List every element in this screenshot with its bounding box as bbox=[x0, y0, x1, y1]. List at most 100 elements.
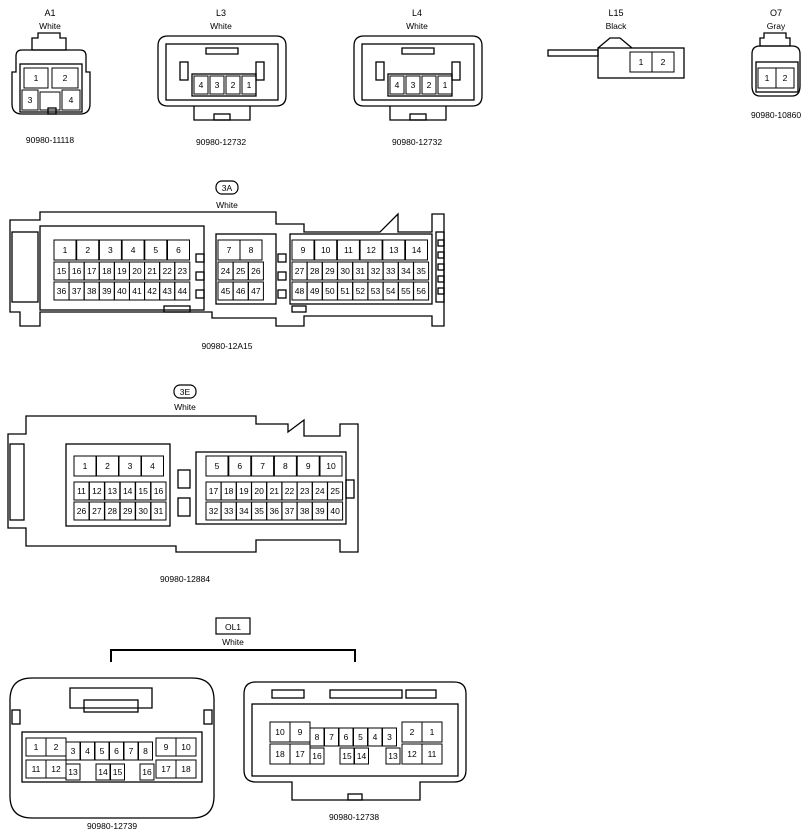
c3e-id-badge bbox=[173, 384, 197, 399]
pin-number: 4 bbox=[199, 80, 204, 90]
pin-number: 19 bbox=[239, 486, 249, 496]
pin-number: 8 bbox=[249, 245, 254, 255]
l4-part-number: 90980-12732 bbox=[392, 137, 442, 147]
pin-number: 53 bbox=[371, 286, 381, 296]
pin-number: 51 bbox=[340, 286, 350, 296]
pin-cell bbox=[319, 455, 343, 477]
pin-cell bbox=[53, 239, 77, 261]
pin-number: 16 bbox=[154, 486, 164, 496]
ol1-left-lock bbox=[69, 687, 153, 709]
pin-cell bbox=[296, 455, 320, 477]
pin-cell bbox=[413, 281, 430, 301]
pin-number: 40 bbox=[117, 286, 127, 296]
pin-number: 10 bbox=[275, 727, 285, 737]
c3a-bottom-key bbox=[163, 305, 191, 313]
pin-number: 48 bbox=[295, 286, 305, 296]
pin-cell bbox=[141, 455, 164, 477]
c3e-part-number: 90980-12884 bbox=[160, 574, 210, 584]
l15-connector-color: Black bbox=[606, 21, 628, 31]
ol1-right-face bbox=[251, 703, 459, 777]
c3a-latch-slot bbox=[437, 263, 445, 271]
pin-number: 1 bbox=[430, 727, 435, 737]
pin-number: 49 bbox=[310, 286, 320, 296]
pin-number: 33 bbox=[224, 506, 234, 516]
pin-cell bbox=[775, 67, 795, 89]
pin-cell bbox=[437, 75, 453, 95]
pin-number: 13 bbox=[108, 486, 118, 496]
pin-number: 6 bbox=[344, 732, 349, 742]
l3-housing bbox=[157, 35, 287, 107]
pin-number: 12 bbox=[366, 245, 376, 255]
pin-number: 17 bbox=[295, 749, 305, 759]
pin-number: 39 bbox=[315, 506, 325, 516]
c3a-part-number: 90980-12A15 bbox=[201, 341, 252, 351]
c3a-left-latch bbox=[11, 231, 39, 303]
pin-number: 20 bbox=[254, 486, 264, 496]
c3e-left-latch bbox=[9, 443, 25, 521]
l4-housing bbox=[353, 35, 483, 107]
c3a-left-face bbox=[39, 225, 205, 311]
pin-number: 34 bbox=[401, 266, 411, 276]
a1-key bbox=[47, 107, 57, 115]
l4-guide-right bbox=[451, 61, 461, 81]
pin-cell bbox=[413, 261, 430, 281]
ol1-id-box bbox=[215, 617, 251, 635]
pin-number: 23 bbox=[300, 486, 310, 496]
pin-number: 11 bbox=[77, 486, 86, 496]
pin-number: 18 bbox=[224, 486, 234, 496]
pin-number: 26 bbox=[77, 506, 87, 516]
pin-cell bbox=[651, 51, 675, 73]
pin-number: 25 bbox=[330, 486, 340, 496]
pin-number: 3 bbox=[28, 95, 33, 105]
pin-number: 29 bbox=[325, 266, 335, 276]
pin-number: 8 bbox=[283, 461, 288, 471]
pin-number: 2 bbox=[783, 73, 788, 83]
c3a-id-badge bbox=[215, 180, 239, 195]
l3-part-number: 90980-12732 bbox=[196, 137, 246, 147]
pin-number: 11 bbox=[32, 764, 41, 774]
pin-cell bbox=[273, 455, 297, 477]
pin-number: 2 bbox=[85, 245, 90, 255]
c3e-guide bbox=[177, 469, 191, 489]
l3-bottom-key bbox=[213, 113, 231, 121]
pin-number: 30 bbox=[138, 506, 148, 516]
pin-number: 32 bbox=[371, 266, 381, 276]
c3e-guide bbox=[177, 497, 191, 517]
pin-number: 2 bbox=[54, 742, 59, 752]
c3a-latch-slot bbox=[437, 275, 445, 283]
c3a-guide bbox=[195, 289, 205, 299]
pin-number: 21 bbox=[147, 266, 157, 276]
pin-cell bbox=[174, 261, 191, 281]
pin-number: 13 bbox=[389, 245, 399, 255]
l3-lock bbox=[205, 47, 239, 55]
ol1-left-housing bbox=[9, 677, 215, 819]
pin-cell bbox=[150, 481, 167, 501]
pin-number: 1 bbox=[639, 57, 644, 67]
pin-cell bbox=[359, 239, 383, 261]
pin-cell bbox=[421, 75, 437, 95]
pin-number: 42 bbox=[147, 286, 157, 296]
pin-cell bbox=[291, 239, 315, 261]
pin-cell bbox=[241, 75, 257, 95]
pin-number: 40 bbox=[330, 506, 340, 516]
pin-number: 4 bbox=[85, 746, 90, 756]
pin-number: 14 bbox=[412, 245, 422, 255]
pin-cell bbox=[139, 763, 155, 781]
pin-number: 13 bbox=[68, 767, 78, 777]
pin-cell bbox=[205, 455, 229, 477]
pin-number: 9 bbox=[164, 742, 169, 752]
pin-number: 41 bbox=[132, 286, 142, 296]
pin-cell bbox=[228, 455, 252, 477]
pin-number: 5 bbox=[153, 245, 158, 255]
pin-cell bbox=[209, 75, 225, 95]
pin-number: 7 bbox=[329, 732, 334, 742]
o7-connector-color: Gray bbox=[767, 21, 786, 31]
c3a-latch-slot bbox=[437, 287, 445, 295]
pin-cell bbox=[61, 89, 81, 111]
pin-number: 3 bbox=[71, 746, 76, 756]
pin-number: 35 bbox=[254, 506, 264, 516]
pin-cell bbox=[193, 75, 209, 95]
pin-cell bbox=[110, 763, 125, 781]
pin-number: 39 bbox=[102, 286, 112, 296]
pin-number: 31 bbox=[154, 506, 164, 516]
